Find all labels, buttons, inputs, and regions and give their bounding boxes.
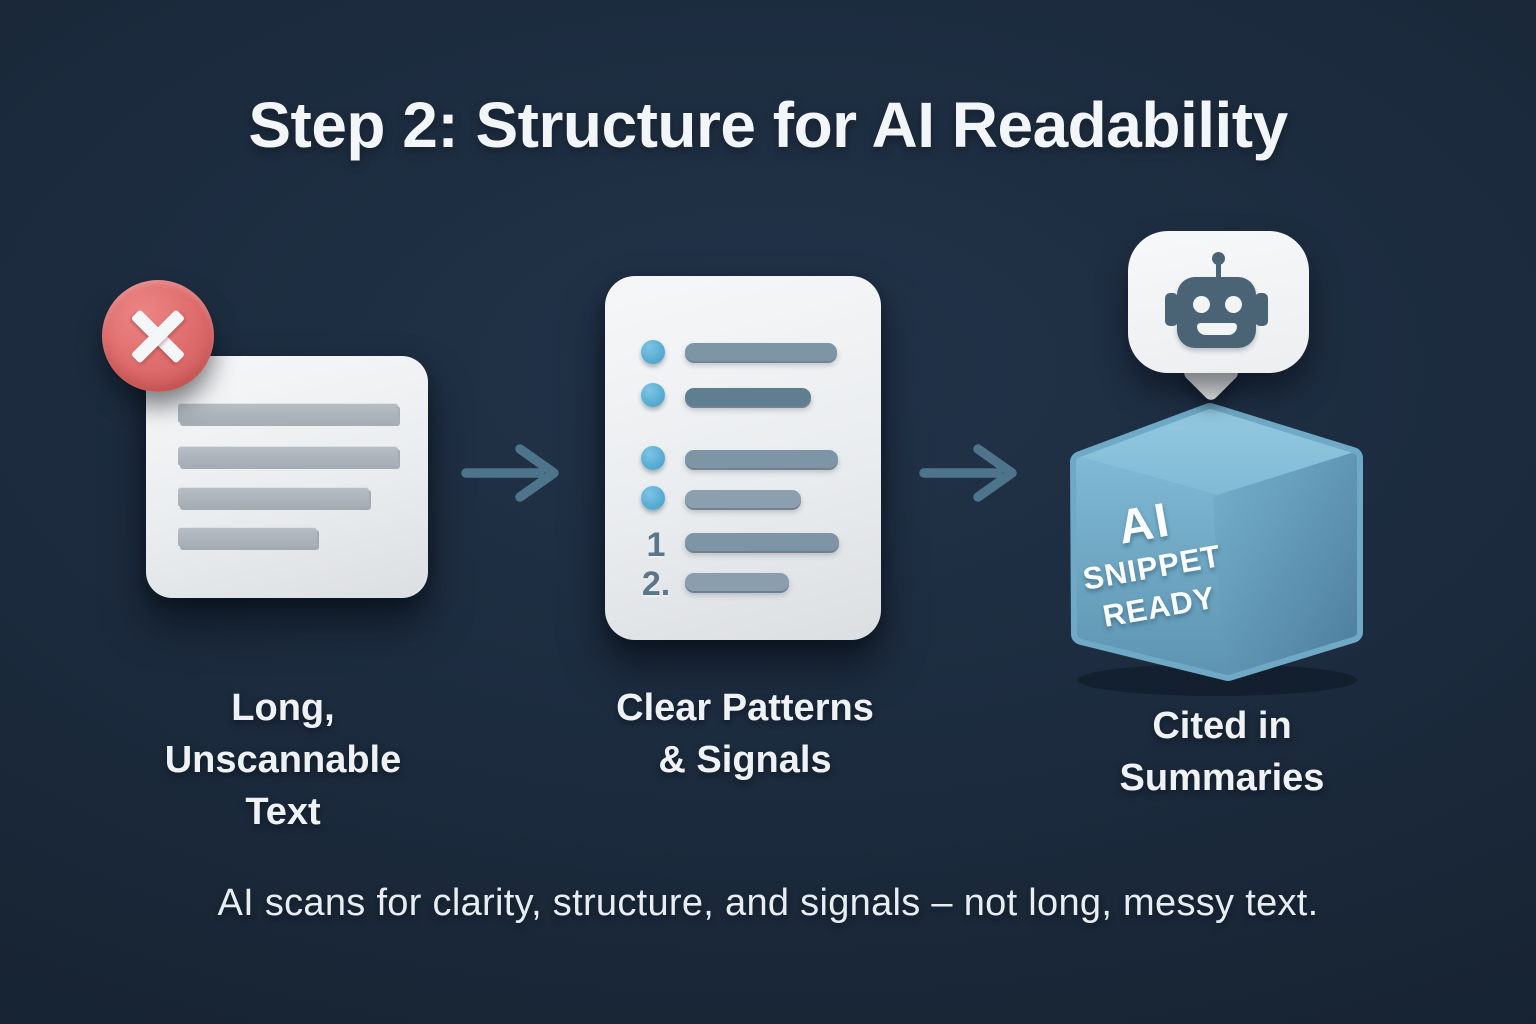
- robot-icon: [1212, 252, 1225, 265]
- list-line-bar: [685, 388, 811, 406]
- list-line-bar: [685, 533, 839, 551]
- robot-mouth: [1197, 323, 1237, 335]
- structured-document-card: 1 2.: [605, 276, 881, 640]
- figure-caption: AI scans for clarity, structure, and sig…: [217, 882, 1319, 924]
- arrow-right-icon: [919, 444, 1017, 502]
- messy-document-card: [146, 356, 428, 598]
- robot-eye: [1225, 296, 1242, 313]
- robot-eye: [1193, 296, 1210, 313]
- step-label-during: Clear Patterns & Signals: [616, 687, 874, 781]
- page-title: Step 2: Structure for AI Readability: [248, 89, 1288, 161]
- list-line-bar: [685, 490, 801, 508]
- step-label-before: Long, Unscannable Text: [164, 687, 402, 833]
- list-number: 2.: [641, 565, 671, 603]
- bullet-dot-icon: [641, 383, 665, 407]
- list-line-bar: [685, 343, 837, 361]
- text-line-bar: [178, 527, 317, 547]
- list-line-bar: [685, 573, 789, 591]
- arrow-right-icon: [461, 444, 559, 502]
- ai-cube: [1070, 403, 1363, 696]
- list-line-bar: [685, 450, 838, 468]
- step-label-after: Cited in Summaries: [1119, 705, 1325, 799]
- bullet-dot-icon: [641, 446, 665, 470]
- bullet-dot-icon: [641, 486, 665, 510]
- error-x-icon: [102, 280, 214, 392]
- text-line-bar: [178, 403, 398, 423]
- text-line-bar: [178, 446, 398, 466]
- text-line-bar: [178, 487, 369, 507]
- list-number: 1: [646, 526, 666, 564]
- bullet-dot-icon: [641, 340, 665, 364]
